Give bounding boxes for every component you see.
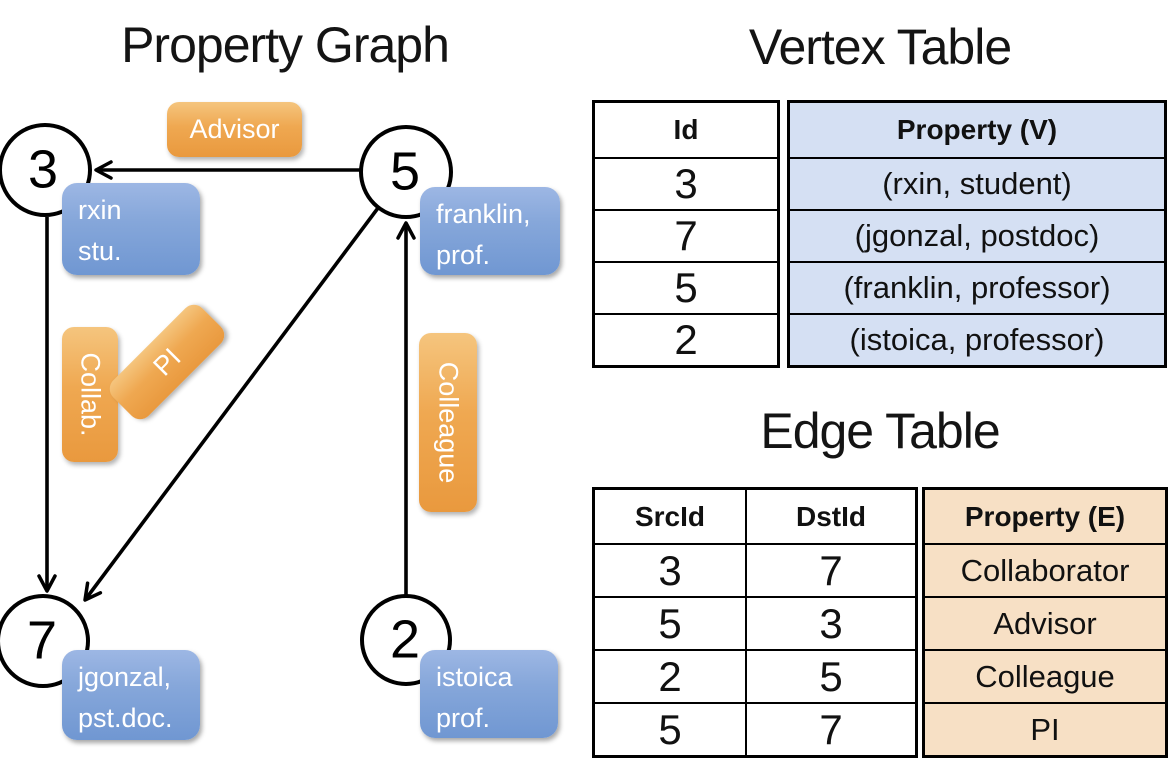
vertex-label-rxin: rxin stu. <box>62 183 200 275</box>
vertex-id-7: 7 <box>26 610 58 671</box>
vertex-label-franklin: franklin, prof. <box>420 187 560 275</box>
edge-table-header-property: Property (E) <box>964 500 1126 532</box>
vertex-label-line: rxin <box>78 195 122 225</box>
edge-table-property-column: Property (E) Collaborator Advisor Collea… <box>922 487 1168 758</box>
edge-table-cell: Colleague <box>975 658 1115 694</box>
vertex-table-id-column: Id 3 7 5 2 <box>592 100 780 368</box>
edge-table-cell: 7 <box>745 704 915 755</box>
edge-table-cell: PI <box>1030 711 1060 747</box>
edge-table-cell: 3 <box>745 598 915 649</box>
vertex-label-line: istoica <box>436 662 513 692</box>
vertex-table-cell: (rxin, student) <box>882 166 1072 201</box>
edge-table-cell: 5 <box>658 705 682 753</box>
vertex-table-cell: 2 <box>674 316 698 363</box>
vertex-label-line: franklin, <box>436 199 531 229</box>
vertex-label-line: prof. <box>436 239 491 270</box>
edge-table-id-columns: SrcId DstId 3 7 5 3 2 5 5 7 <box>592 487 918 758</box>
vertex-table-cell: (jgonzal, postdoc) <box>854 218 1100 253</box>
edge-table-cell: 3 <box>658 546 682 594</box>
edge-table-cell: 5 <box>658 599 682 647</box>
vertex-table-title: Vertex Table <box>748 19 1012 75</box>
vertex-id-2: 2 <box>389 609 421 670</box>
edge-label-text: Colleague <box>433 361 464 484</box>
vertex-table-header-id: Id <box>673 114 699 145</box>
edge-label-text: Advisor <box>189 114 280 144</box>
edge-table-header-srcid: SrcId <box>634 500 706 532</box>
vertex-id-3: 3 <box>27 139 59 200</box>
vertex-label-jgonzal: jgonzal, pst.doc. <box>62 650 200 740</box>
edge-label-text: PI <box>147 342 187 382</box>
vertex-label-line: pst.doc. <box>78 702 173 733</box>
edge-table-cell: Advisor <box>993 605 1097 641</box>
edge-label-collab: Collab. <box>62 327 118 462</box>
edge-label-text: Collab. <box>75 352 106 437</box>
vertex-table-property-column: Property (V) (rxin, student) (jgonzal, p… <box>787 100 1167 368</box>
edge-table-cell: 2 <box>658 652 682 700</box>
property-graph-title: Property Graph <box>121 17 450 73</box>
edge-label-colleague: Colleague <box>419 333 477 512</box>
edge-pi-5-to-7 <box>83 206 380 602</box>
edge-label-advisor: Advisor <box>167 102 302 157</box>
vertex-table-cell: 3 <box>674 160 698 207</box>
edge-table-cell: 7 <box>745 545 915 596</box>
vertex-table-header-property: Property (V) <box>896 114 1058 145</box>
edge-table-header-dstid: DstId <box>745 490 915 543</box>
vertex-label-line: stu. <box>78 235 122 266</box>
vertex-table-cell: (franklin, professor) <box>843 270 1111 305</box>
vertex-id-5: 5 <box>389 141 421 202</box>
vertex-label-line: prof. <box>436 702 491 733</box>
vertex-table-cell: 5 <box>674 264 698 311</box>
vertex-table-cell: 7 <box>674 212 698 259</box>
vertex-label-istoica: istoica prof. <box>420 650 558 738</box>
vertex-label-line: jgonzal, <box>78 662 172 692</box>
vertex-table-cell: (istoica, professor) <box>849 322 1105 357</box>
edge-table-title: Edge Table <box>760 403 1000 459</box>
edge-table-cell: Collaborator <box>960 552 1130 588</box>
edge-table-cell: 5 <box>745 651 915 702</box>
